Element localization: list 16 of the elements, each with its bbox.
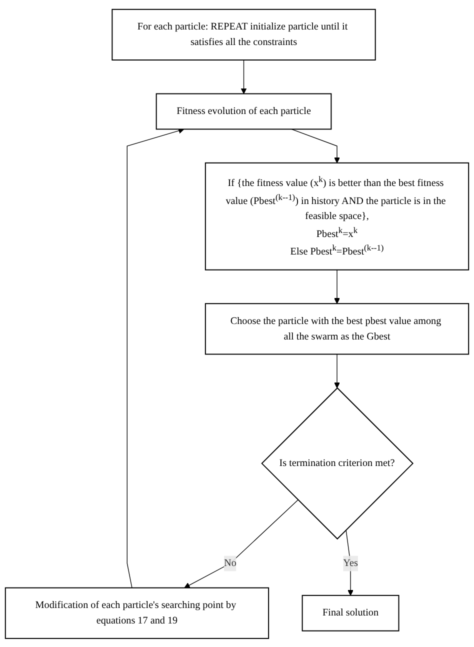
node-diamond: Is termination criterion met?: [261, 386, 414, 540]
arrow: [240, 59, 247, 94]
arrow: [346, 529, 354, 596]
arrow: [126, 127, 184, 588]
node-box: For each particle: REPEAT initialize particle until it satisfies all the constraints: [112, 8, 376, 60]
arrow: [184, 499, 298, 588]
node-box: Modification of each particle's searching point by equations 17 and 19: [4, 586, 270, 639]
edge-label: Yes: [343, 557, 358, 568]
node-box: Choose the particle with the best pbest value among all the swarm as the Gbest: [204, 302, 470, 354]
arrow: [334, 269, 340, 304]
arrow: [291, 128, 340, 163]
arrow: [334, 353, 340, 388]
edge-label: No: [224, 557, 236, 568]
node-box: If {the fitness value (x$^{k}$) is better than the best fitness value (Pbest$^{(k--1)}$) in history AND the particle is in the feasible space}, Pbest$^{k}$=x$^{k}$ Else Pbest$^{k}$=Pbest$^{(k--1)}$: [204, 162, 470, 270]
node-box: Final solution: [302, 594, 400, 631]
node-box: Fitness evolution of each particle: [156, 92, 332, 130]
